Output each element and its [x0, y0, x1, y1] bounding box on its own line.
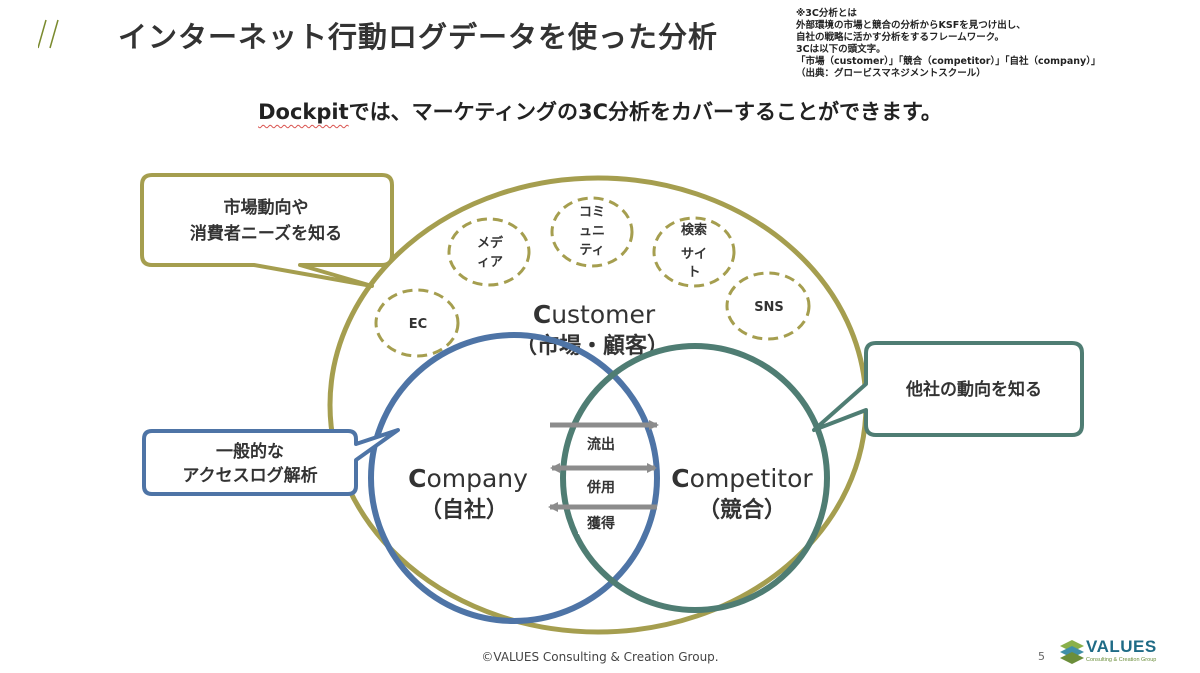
media-label-line: ィア [477, 255, 503, 270]
market-callout-line: 消費者ニーズを知る [190, 223, 342, 244]
search-site-channel-circle [652, 216, 736, 288]
values-logo-icon [1060, 640, 1084, 664]
media-label-line: メデ [477, 235, 504, 251]
competitor-initial: C [671, 464, 689, 493]
customer-rest: ustomer [551, 300, 656, 329]
customer-label: Customer [533, 300, 656, 329]
subtitle-text: では、マーケティングの3C分析をカバーすることができます。 [348, 100, 942, 124]
company-sublabel: （自社） [420, 497, 508, 523]
community-label-line: コミ [579, 205, 605, 220]
brand-name: Dockpit [258, 100, 349, 124]
slide-title: インターネット行動ログデータを使った分析 [118, 20, 719, 54]
slide-subtitle: Dockpitでは、マーケティングの3C分析をカバーすることができます。 [0, 96, 1200, 126]
outflow-label: 流出 [587, 436, 615, 453]
customer-initial: C [533, 300, 551, 329]
community-label-line: ティ [579, 243, 604, 258]
logo-wordmark: VALUES [1086, 637, 1157, 656]
search-site-label-line: ト [687, 265, 700, 280]
ec-label: EC [409, 317, 427, 332]
page-number: 5 [1038, 650, 1045, 663]
outflow-label-bg [578, 432, 624, 456]
shared-use-label: 併用 [586, 479, 615, 496]
access-log-callout-line: 一般的な [216, 441, 284, 462]
title-slash-decoration [38, 19, 59, 49]
acquisition-label-bg [578, 512, 624, 534]
logo-subtext: Consulting & Creation Group [1086, 657, 1157, 663]
community-channel-circle [550, 196, 634, 268]
acquisition-label: 獲得 [587, 515, 615, 532]
competitor-rest: ompetitor [690, 464, 814, 493]
competitor-circle [560, 343, 830, 613]
copyright-footer: ©VALUES Consulting & Creation Group. [481, 650, 719, 664]
competitor-label: Competitor [671, 464, 813, 493]
search-site-label-line: サイ [681, 247, 707, 262]
market-callout [140, 173, 394, 288]
note-line: 自社の戦略に活かす分析をするフレームワーク。 [796, 32, 1004, 43]
company-rest: ompany [426, 464, 528, 493]
note-line: 外部環境の市場と競合の分析からKSFを見つけ出し、 [796, 20, 1026, 31]
access-log-callout [142, 428, 400, 496]
shared-use-label-bg [578, 475, 624, 499]
company-initial: C [408, 464, 426, 493]
competitor-callout [812, 341, 1084, 437]
market-callout-line: 市場動向や [224, 197, 309, 218]
competitor-sublabel: （競合） [698, 497, 786, 523]
media-channel-circle [447, 217, 531, 287]
competitor-callout-text: 他社の動向を知る [905, 379, 1042, 400]
3c-definition-note: ※3C分析とは 外部環境の市場と競合の分析からKSFを見つけ出し、 自社の戦略に… [796, 8, 1196, 80]
sns-label: SNS [754, 300, 784, 315]
sns-channel-circle [725, 271, 811, 341]
note-line: 「市場（customer）」「競合（competitor）」「自社（compan… [796, 56, 1101, 67]
company-label: Company [408, 464, 528, 493]
ec-channel-circle [374, 288, 460, 358]
search-site-label-line: 検索 [681, 222, 707, 238]
company-circle [368, 332, 660, 624]
note-line: 3Cは以下の頭文字。 [796, 44, 886, 55]
access-log-callout-line: アクセスログ解析 [182, 465, 317, 486]
note-line: ※3C分析とは [796, 8, 857, 19]
community-label-line: ュニ [579, 224, 605, 239]
note-line: （出典：グロービスマネジメントスクール） [796, 68, 986, 79]
